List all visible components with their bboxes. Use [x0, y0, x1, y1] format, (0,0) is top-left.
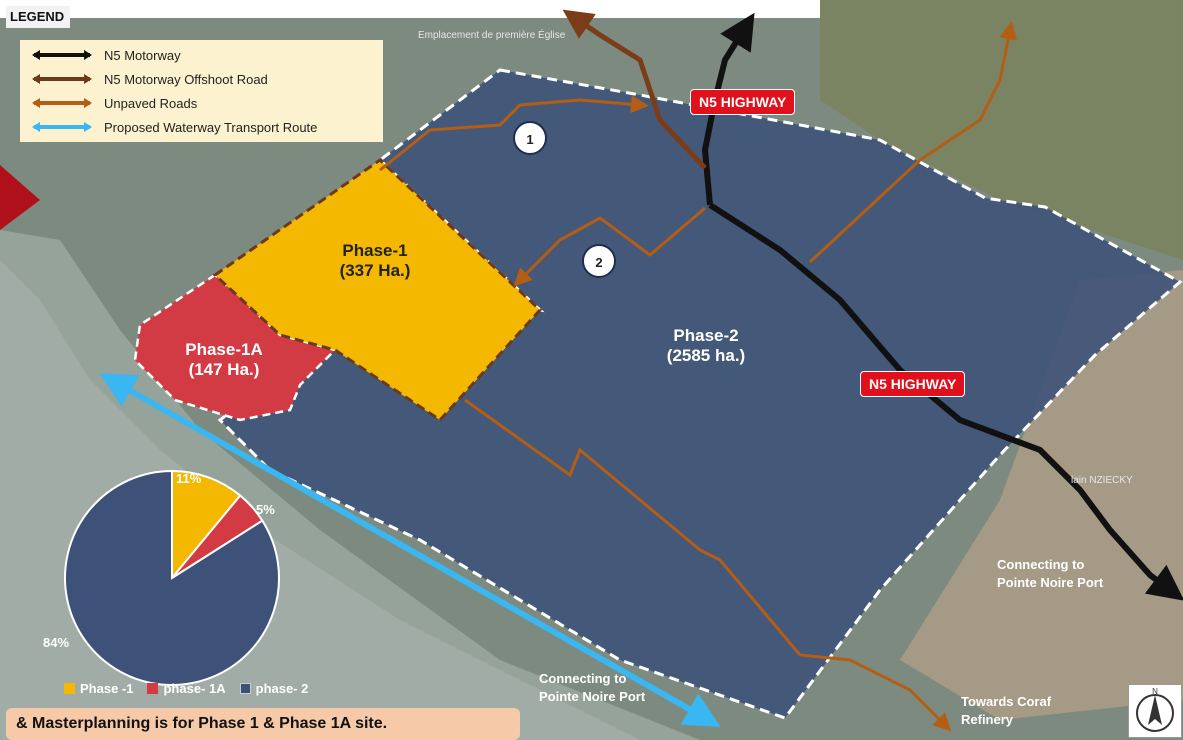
coraf-line: Towards Coraf — [961, 694, 1052, 709]
forest-area — [820, 0, 1183, 260]
flag-marker-icon — [0, 165, 40, 230]
village-label: lain NZIECKY — [1071, 475, 1133, 486]
unpaved-road-1 — [379, 95, 649, 172]
phase-1a-label: Phase-1A (147 Ha.) — [160, 340, 288, 379]
connecting-port-label-bottom: Connecting to Pointe Noire Port — [539, 670, 645, 705]
pie-legend: Phase -1 phase- 1A phase- 2 — [64, 681, 308, 696]
area-share-pie-chart — [64, 469, 280, 686]
pie-label-phase-1a: 5% — [256, 502, 275, 517]
pie-legend-item: phase- 2 — [239, 681, 308, 696]
connecting-port-line: Connecting to — [539, 671, 627, 686]
coraf-line: Refinery — [961, 711, 1014, 727]
n5-offshoot-road — [562, 9, 707, 170]
pie-slice-3 — [64, 469, 280, 686]
compass: N — [1128, 684, 1182, 738]
legend-item-offshoot-road: N5 Motorway Offshoot Road — [32, 68, 268, 90]
towards-coraf-label: Towards Coraf Refinery — [961, 693, 1051, 728]
pie-label-phase-2: 84% — [43, 635, 70, 650]
waterway-route — [99, 373, 721, 727]
double-arrow-orange-icon — [32, 98, 92, 108]
legend-label: N5 Motorway — [104, 47, 181, 63]
masterplanning-note: & Masterplanning is for Phase 1 & Phase … — [6, 708, 520, 740]
pie-slice-1 — [171, 469, 242, 581]
pie-label-phase-1: 11% — [176, 471, 202, 486]
road-marker-2: 2 — [582, 244, 616, 278]
phase-1-label: Phase-1 (337 Ha.) — [310, 241, 440, 280]
double-arrow-brown-icon — [32, 74, 92, 84]
connecting-port-line: Pointe Noire Port — [997, 574, 1104, 590]
legend-label: Proposed Waterway Transport Route — [104, 119, 318, 135]
unpaved-road-2 — [513, 206, 706, 287]
legend-title: LEGEND — [6, 6, 70, 28]
phase-1a-name: Phase-1A — [185, 340, 263, 359]
phase-1-name: Phase-1 — [342, 241, 408, 260]
n5-highway-label: N5 HIGHWAY — [690, 89, 796, 115]
pie-legend-item: Phase -1 — [64, 681, 133, 696]
n5-motorway-south — [708, 202, 1183, 601]
phase-1a-area-value: (147 Ha.) — [188, 359, 260, 379]
legend-item-waterway: Proposed Waterway Transport Route — [32, 116, 317, 138]
phase-1-area-value: (337 Ha.) — [339, 260, 411, 280]
double-arrow-black-icon — [32, 50, 92, 60]
road-marker-1: 1 — [513, 121, 547, 155]
n5-highway-label: N5 HIGHWAY — [860, 371, 966, 397]
urban-area — [900, 270, 1183, 720]
svg-text:N: N — [1152, 687, 1158, 696]
village-label: Emplacement de première Église — [418, 30, 566, 41]
connecting-port-line: Connecting to — [997, 557, 1085, 572]
north-arrow-icon: N — [1136, 687, 1174, 732]
unpaved-road-3 — [808, 21, 1018, 264]
phase-2-name: Phase-2 — [673, 326, 739, 345]
connecting-port-label: Connecting to Pointe Noire Port — [997, 556, 1103, 591]
legend-label: N5 Motorway Offshoot Road — [104, 71, 268, 87]
connecting-port-line: Pointe Noire Port — [539, 688, 646, 704]
legend-label: Unpaved Roads — [104, 95, 198, 111]
pie-legend-item: phase- 1A — [147, 681, 226, 696]
legend-item-unpaved-roads: Unpaved Roads — [32, 92, 197, 114]
legend-item-n5-motorway: N5 Motorway — [32, 44, 181, 66]
phase-2-area-value: (2585 ha.) — [666, 345, 746, 365]
phase-2-label: Phase-2 (2585 ha.) — [638, 326, 774, 365]
legend: N5 Motorway N5 Motorway Offshoot Road Un… — [20, 40, 383, 142]
double-arrow-blue-icon — [32, 122, 92, 132]
phase-1-area[interactable] — [212, 158, 543, 422]
